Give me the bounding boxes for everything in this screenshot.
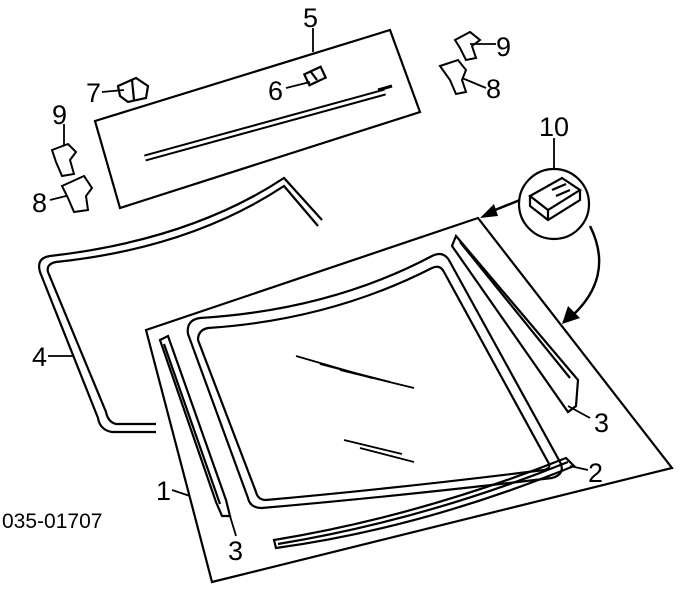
callout-9b: 9 bbox=[52, 100, 67, 130]
inner-frame-molding bbox=[186, 252, 563, 510]
molding-rod bbox=[144, 84, 393, 162]
callout-8b: 8 bbox=[32, 188, 47, 218]
glass-glare bbox=[295, 355, 415, 463]
bracket-part-7 bbox=[116, 76, 150, 104]
callout-10: 10 bbox=[539, 112, 569, 142]
callout-8a: 8 bbox=[486, 74, 501, 104]
callout-9a: 9 bbox=[496, 32, 511, 62]
clip-pair-right bbox=[438, 30, 482, 96]
leader-lines bbox=[48, 28, 591, 537]
arrow-heads bbox=[480, 204, 580, 324]
callout-3b: 3 bbox=[228, 536, 243, 566]
callout-6: 6 bbox=[268, 76, 283, 106]
windshield-sheet bbox=[144, 216, 674, 584]
callout-labels: 5 7 6 9 8 9 8 10 4 3 2 1 3 bbox=[32, 3, 609, 566]
callout-7: 7 bbox=[86, 78, 101, 108]
callout-5: 5 bbox=[303, 3, 318, 33]
clip-part-6 bbox=[302, 65, 328, 87]
upper-seal-frame bbox=[38, 176, 323, 434]
molding-kit-panel bbox=[93, 28, 422, 210]
callout-2: 2 bbox=[588, 458, 603, 488]
detail-circle bbox=[517, 167, 591, 241]
callout-1: 1 bbox=[156, 476, 171, 506]
callout-4: 4 bbox=[32, 342, 47, 372]
diagram-reference-code: 035-01707 bbox=[2, 510, 102, 533]
callout-3a: 3 bbox=[594, 408, 609, 438]
clip-pair-left bbox=[50, 142, 94, 214]
